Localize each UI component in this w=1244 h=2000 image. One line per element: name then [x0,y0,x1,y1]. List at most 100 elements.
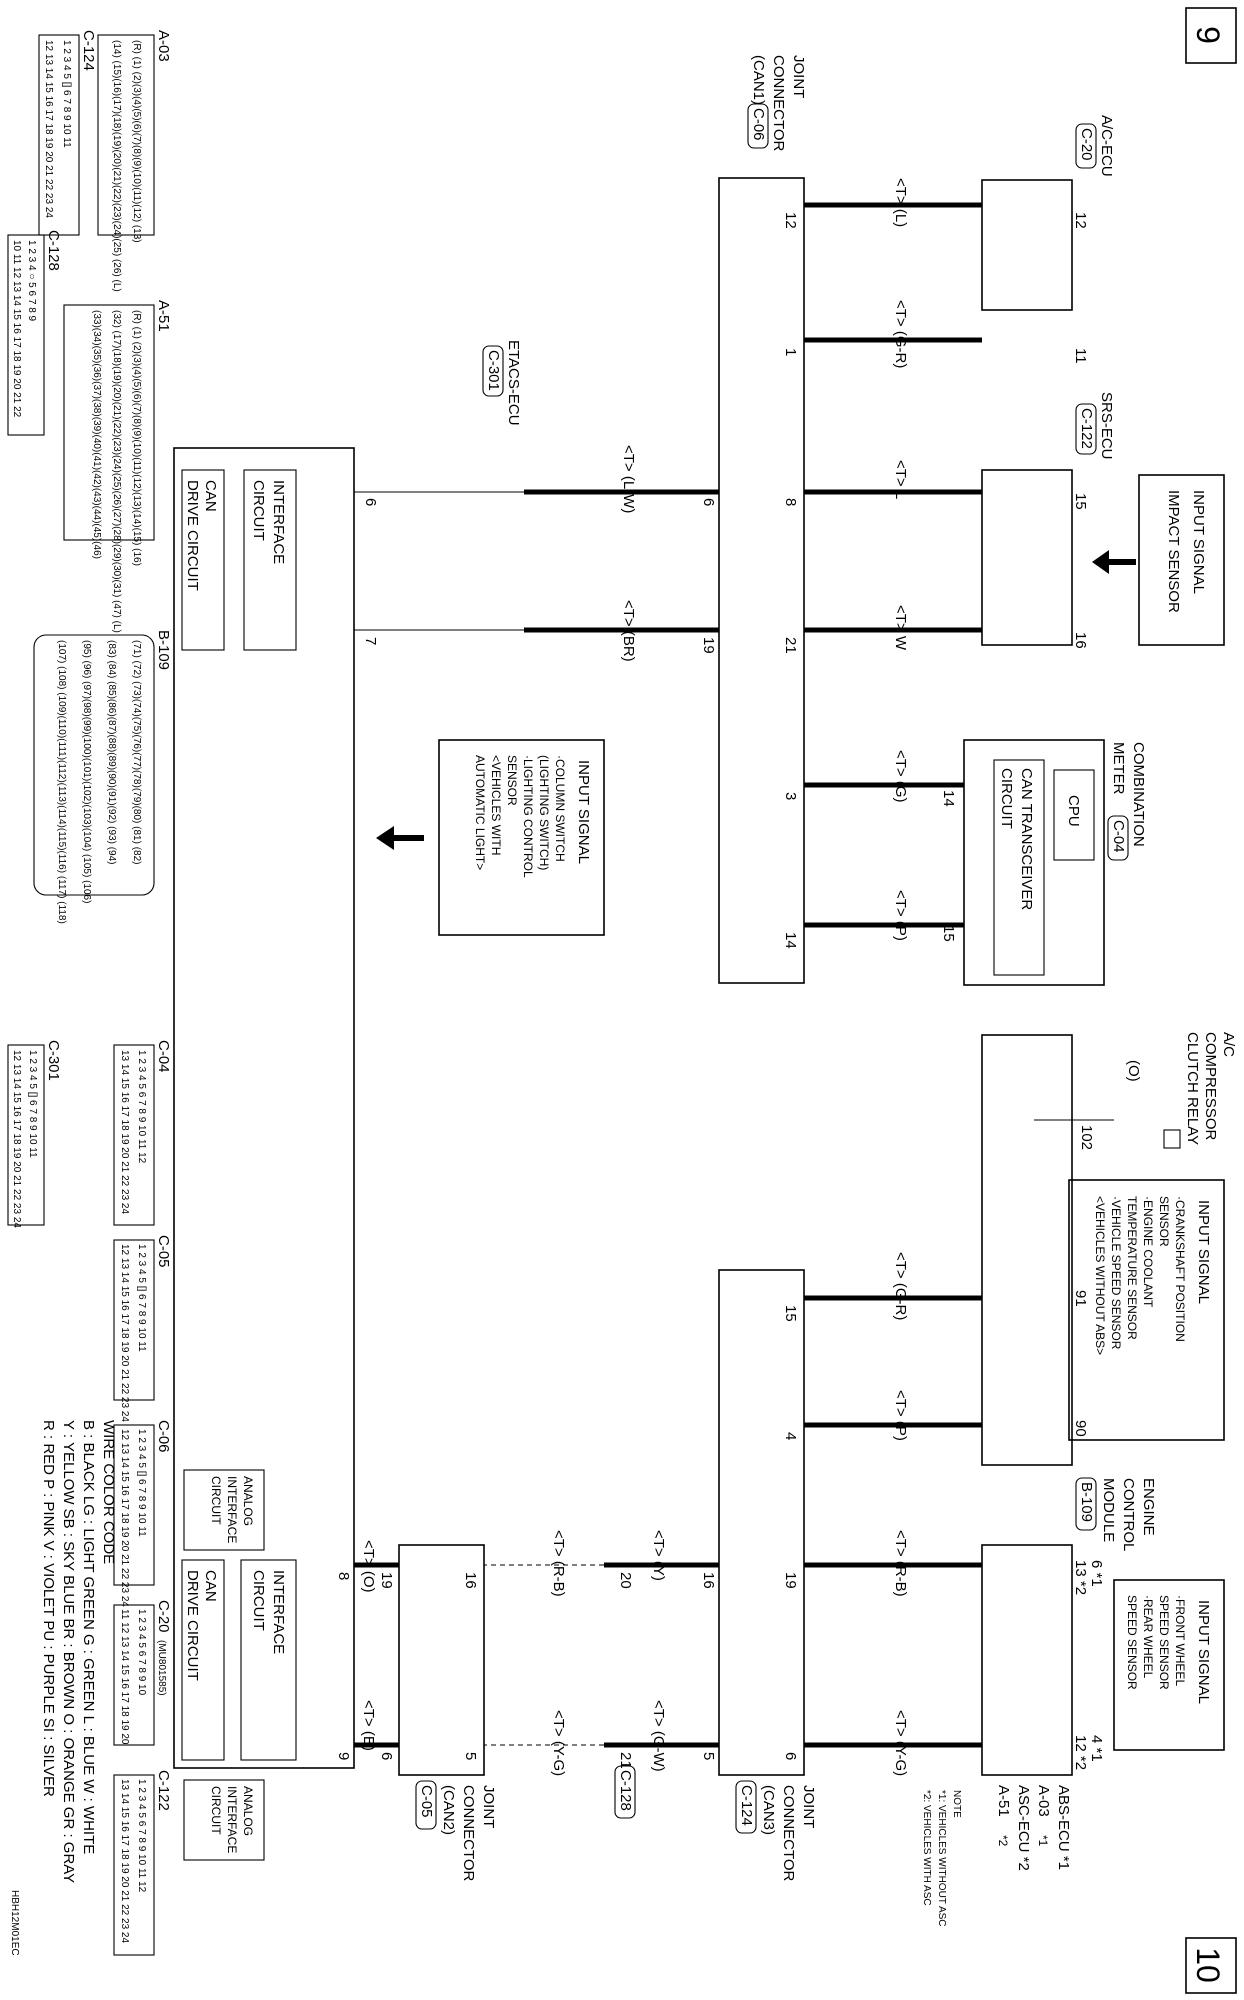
svg-text:C-122: C-122 [1078,408,1095,449]
svg-text:<T> W: <T> W [892,605,909,651]
svg-text:(107) (108) (109)(110)(111)(11: (107) (108) (109)(110)(111)(112)(113)(11… [56,640,67,924]
can3-pin-labels: 15 4 19 6 16 5 20 21 C-128 [614,1305,799,1819]
svg-text:(83) (84) (85)(86)(87)(88)(89): (83) (84) (85)(86)(87)(88)(89)(90)(91)(9… [106,640,117,865]
svg-text:19: 19 [700,637,717,654]
svg-text:12: 12 [1072,212,1089,229]
svg-text:(32) (17)(18)(19)(20)(21)(22)(: (32) (17)(18)(19)(20)(21)(22)(23)(24)(25… [111,310,122,633]
svg-text:<T> (Y-G): <T> (Y-G) [892,1710,909,1776]
connector-view-c04: C-04 1 2 3 4 5 6 7 8 9 10 11 12 13 14 15… [113,1040,172,1226]
input-signal-column-switch: INPUT SIGNAL ·COLUMN SWITCH (LIGHTING SW… [376,739,605,936]
svg-text:(CAN2): (CAN2) [440,1785,457,1835]
svg-text:19: 19 [378,1572,395,1589]
svg-text:<T> (G-W): <T> (G-W) [650,1700,667,1772]
svg-text:21: 21 [782,637,799,654]
svg-text:C-04: C-04 [155,1040,172,1073]
svg-text:<T> (P): <T> (P) [892,1390,909,1441]
svg-text:SRS-ECU: SRS-ECU [1098,392,1115,460]
svg-text:12 13 14 15 16 17 18 19 20 21: 12 13 14 15 16 17 18 19 20 21 22 23 24 [119,1244,130,1422]
svg-text:·VEHICLE SPEED SENSOR: ·VEHICLE SPEED SENSOR [1109,1196,1123,1350]
svg-text:A-03: A-03 [1035,1785,1052,1817]
svg-text:·LIGHTING CONTROL: ·LIGHTING CONTROL [521,755,535,878]
can3-wires [484,1295,982,1748]
svg-text:9: 9 [335,1752,352,1760]
svg-text:<T> (Y-G): <T> (Y-G) [550,1710,567,1776]
svg-text:C-04: C-04 [1110,820,1127,853]
svg-text:21: 21 [617,1752,634,1769]
connector-view-c20: C-20 (MU801585) 1 2 3 4 5 6 7 8 9 10 11 … [113,1600,172,1746]
svg-text:A-03: A-03 [155,30,172,62]
svg-text:6: 6 [782,1752,799,1760]
svg-text:C-124: C-124 [80,30,97,71]
svg-text:MODULE: MODULE [1100,1478,1117,1542]
ac-ecu: A/C-ECU C-20 12 11 [981,115,1115,364]
svg-text:<T> (Y): <T> (Y) [650,1530,667,1581]
svg-text:(R) (1) (2)(3)(4)(5)(6)(7)(8)(: (R) (1) (2)(3)(4)(5)(6)(7)(8)(9)(10)(11)… [131,310,142,566]
svg-text:8: 8 [335,1572,352,1580]
svg-text:<T> (O): <T> (O) [360,1540,377,1593]
svg-text:CONNECTOR: CONNECTOR [460,1785,477,1882]
svg-text:1 2 3 4 5 6 7 8 9 10: 1 2 3 4 5 6 7 8 9 10 [136,1609,147,1696]
svg-text:CONNECTOR: CONNECTOR [780,1785,797,1882]
svg-text:<T> L: <T> L [892,460,909,499]
can3-wire-labels: <T> (G-R) <T> (P) <T> (R-B) <T> (Y-G) <T… [550,1252,909,1776]
svg-text:12 13 14 15 16 17 18 19 20 21: 12 13 14 15 16 17 18 19 20 21 22 23 24 [11,1050,22,1228]
connector-view-c124: C-124 1 2 3 4 5 [] 6 7 8 9 10 11 12 13 1… [38,30,97,236]
svg-text:NOTE: NOTE [951,1790,962,1818]
abs-ecu: ABS-ECU *1 A-03 *1 ASC-ECU *2 A-51 *2 6 … [981,1544,1105,1871]
svg-text:<T> (G): <T> (G) [892,750,909,803]
svg-text:TEMPERATURE SENSOR: TEMPERATURE SENSOR [1125,1196,1139,1340]
svg-text:C-06: C-06 [155,1420,172,1453]
svg-text:6 *1: 6 *1 [1088,1560,1105,1587]
svg-text:20: 20 [617,1572,634,1589]
svg-text:11 12 13 14 15 16 17 18 19 20: 11 12 13 14 15 16 17 18 19 20 [119,1609,130,1745]
svg-text:1 2 3 4 5 6 7 8 9 10 11 12: 1 2 3 4 5 6 7 8 9 10 11 12 [136,1050,147,1164]
connector-view-c06: C-06 1 2 3 4 5 [] 6 7 8 9 10 11 12 13 14… [113,1420,172,1607]
svg-text:DRIVE CIRCUIT: DRIVE CIRCUIT [184,1570,201,1681]
svg-text:C-128: C-128 [617,1770,634,1811]
svg-text:JOINT: JOINT [800,1785,817,1828]
svg-text:CONNECTOR: CONNECTOR [770,55,787,152]
svg-text:A-51: A-51 [995,1785,1012,1817]
svg-text:10 11 12 13 14 15 16 17 18 19: 10 11 12 13 14 15 16 17 18 19 20 21 22 [11,240,22,418]
svg-text:1 2 3 4 5 [] 6 7 8 9 10 11: 1 2 3 4 5 [] 6 7 8 9 10 11 [27,1050,38,1158]
svg-text:19: 19 [782,1572,799,1589]
svg-text:INTERFACE: INTERFACE [225,1786,239,1853]
svg-text:CLUTCH RELAY: CLUTCH RELAY [1184,1032,1201,1145]
svg-text:WIRE COLOR CODE: WIRE COLOR CODE [100,1420,117,1564]
svg-text:CIRCUIT: CIRCUIT [209,1786,223,1835]
svg-text:B-109: B-109 [1078,1482,1095,1522]
svg-text:AUTOMATIC LIGHT>: AUTOMATIC LIGHT> [473,755,487,870]
svg-text:JOINT: JOINT [480,1785,497,1828]
joint-connector-can2: JOINT CONNECTOR (CAN2) C-05 16 5 19 6 [354,1544,497,1882]
connector-view-c128: C-128 1 2 3 4 ○ 5 6 7 8 9 10 11 12 13 14… [7,230,62,436]
svg-text:C-128: C-128 [45,230,62,271]
svg-text:(CAN1): (CAN1) [750,55,767,105]
svg-text:<T> (B): <T> (B) [360,1700,377,1751]
srs-ecu: SRS-ECU C-122 15 16 [981,392,1115,649]
svg-text:*2: *2 [996,1835,1010,1847]
connector-view-b109: B-109 (71) (72) (73)(74)(75)(76)(77)(78)… [33,630,172,924]
svg-text:(95) (96) (97)(98)(99)(100)(10: (95) (96) (97)(98)(99)(100)(101)(102)(10… [81,640,92,903]
svg-text:INTERFACE: INTERFACE [225,1476,239,1543]
svg-text:INPUT SIGNAL: INPUT SIGNAL [1190,490,1207,594]
joint-connector-can1: JOINT CONNECTOR (CAN1) C-06 [718,55,807,984]
svg-text:CIRCUIT: CIRCUIT [250,480,267,541]
svg-text:1 2 3 4 5 [] 6 7 8 9 10 11: 1 2 3 4 5 [] 6 7 8 9 10 11 [61,40,72,148]
svg-text:16: 16 [700,1572,717,1589]
svg-text:1: 1 [782,348,799,356]
svg-text:C-301: C-301 [485,350,502,391]
svg-text:ABS-ECU *1: ABS-ECU *1 [1055,1785,1072,1870]
svg-text:(MU801585): (MU801585) [156,1640,167,1696]
svg-text:6: 6 [378,1752,395,1760]
svg-text:(14) (15)(16)(17)(18)(19)(20)(: (14) (15)(16)(17)(18)(19)(20)(21)(22)(23… [111,40,122,292]
etacs-ecu: ETACS-ECU C-301 INTERFACE CIRCUIT CAN DR… [173,340,524,1769]
svg-text:INPUT SIGNAL: INPUT SIGNAL [1195,1200,1212,1304]
footer-code: HBH12M01EC [9,1890,20,1956]
svg-text:IMPACT SENSOR: IMPACT SENSOR [1165,490,1182,613]
svg-text:12 *2: 12 *2 [1072,1735,1089,1770]
note: NOTE *1: VEHICLES WITHOUT ASC *2: VEHICL… [921,1790,962,1927]
svg-text:1 2 3 4 5 6 7 8 9 10 11 12: 1 2 3 4 5 6 7 8 9 10 11 12 [136,1779,147,1893]
svg-text:6: 6 [362,498,379,506]
